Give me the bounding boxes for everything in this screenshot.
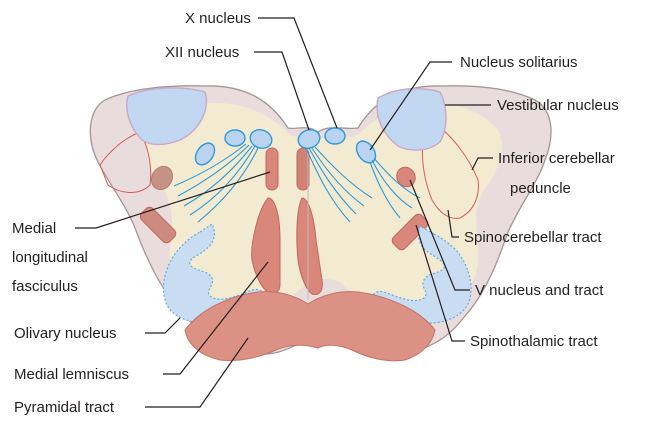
right-mlf (297, 148, 309, 190)
label-inferior-cerebellar-line1: Inferior cerebellar (498, 150, 615, 167)
left-vestibular-small-nucleus (225, 130, 245, 146)
label-spinocerebellar-tract: Spinocerebellar tract (464, 229, 602, 246)
label-medial-lemniscus: Medial lemniscus (14, 366, 129, 383)
left-mlf (266, 148, 278, 190)
x-nucleus (325, 128, 345, 144)
label-mlf-line1: Medial (12, 220, 56, 237)
label-pyramidal-tract: Pyramidal tract (14, 399, 115, 416)
label-x-nucleus: X nucleus (185, 10, 251, 27)
label-inferior-cerebellar-line2: peduncle (510, 180, 571, 197)
label-vestibular-nucleus: Vestibular nucleus (497, 97, 619, 114)
label-mlf-line3: fasciculus (12, 278, 78, 295)
label-xii-nucleus: XII nucleus (165, 44, 239, 61)
label-mlf-line2: longitudinal (12, 249, 88, 266)
label-v-nucleus: V nucleus and tract (475, 282, 604, 299)
label-spinothalamic-tract: Spinothalamic tract (470, 333, 598, 350)
label-olivary-nucleus: Olivary nucleus (14, 325, 117, 342)
label-nucleus-solitarius: Nucleus solitarius (460, 54, 578, 71)
